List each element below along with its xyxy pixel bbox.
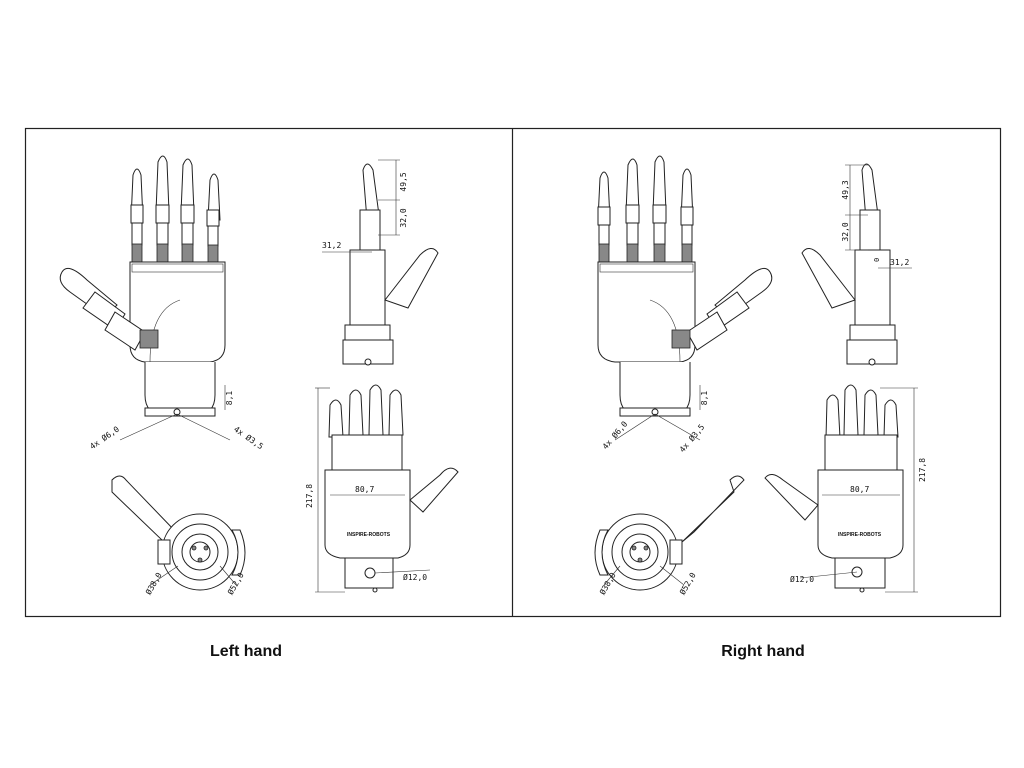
- right-bottom-view: Ø38,0 Ø52,0: [594, 475, 745, 596]
- left-finger-tip-dim: 49,5: [399, 172, 408, 191]
- right-brand-mark: INSPIRE-ROBOTS: [838, 532, 882, 538]
- left-thumb-offset-dim: 31,2: [322, 241, 341, 250]
- right-wrist-outer-dim: Ø52,0: [677, 570, 698, 596]
- left-hand-panel: 8,1 4x Ø6,0 4x Ø3,5 49,5 32,0 31,2: [59, 155, 459, 596]
- left-back-view: INSPIRE-ROBOTS 80,7 217,8 Ø12,0: [305, 384, 459, 593]
- left-front-view: 8,1 4x Ø6,0 4x Ø3,5: [59, 155, 266, 452]
- left-hole-large-label: 4x Ø6,0: [88, 424, 122, 452]
- right-front-wrist: [619, 362, 691, 411]
- right-front-fingers: [597, 155, 694, 263]
- right-thumb-offset-dim: 31,2: [890, 258, 909, 267]
- right-base-height-label: 8,1: [700, 391, 709, 406]
- right-palm-width-dim: 80,7: [850, 485, 869, 494]
- left-hole-small-label: 4x Ø3,5: [232, 424, 266, 452]
- left-wrist-inner-dim: Ø38,0: [143, 570, 164, 596]
- right-hand-panel: 8,1 4x Ø6,0 4x Ø3,5 49,3 32,0 31,2 0: [594, 155, 927, 596]
- right-front-view: 8,1 4x Ø6,0 4x Ø3,5: [597, 155, 773, 454]
- left-total-length-dim: 217,8: [305, 484, 314, 508]
- left-hand-caption: Left hand: [210, 643, 282, 660]
- left-front-wrist: [144, 362, 216, 411]
- left-front-fingers: [130, 155, 221, 263]
- left-front-thumb: [59, 267, 159, 351]
- right-front-thumb: [671, 267, 773, 351]
- right-finger-mid-dim: 32,0: [841, 222, 850, 241]
- left-finger-mid-dim: 32,0: [399, 208, 408, 227]
- right-side-view: 49,3 32,0 31,2 0: [801, 163, 912, 366]
- left-wrist-hole-dim: Ø12,0: [403, 572, 427, 582]
- left-bottom-view: Ø38,0 Ø52,0: [111, 475, 246, 596]
- right-zero-mark: 0: [873, 258, 881, 262]
- left-palm-width-dim: 80,7: [355, 485, 374, 494]
- right-wrist-hole-dim: Ø12,0: [790, 574, 814, 584]
- right-hole-small-label: 4x Ø3,5: [677, 422, 706, 454]
- left-brand-mark: INSPIRE-ROBOTS: [347, 532, 391, 538]
- right-hole-large-label: 4x Ø6,0: [600, 419, 629, 451]
- right-finger-tip-dim: 49,3: [841, 180, 850, 199]
- left-side-view: 49,5 32,0 31,2: [322, 159, 439, 366]
- right-total-length-dim: 217,8: [918, 458, 927, 482]
- left-base-height-label: 8,1: [225, 391, 234, 406]
- right-hand-caption: Right hand: [721, 643, 805, 660]
- right-back-view: INSPIRE-ROBOTS 80,7 217,8 Ø12,0: [764, 384, 927, 593]
